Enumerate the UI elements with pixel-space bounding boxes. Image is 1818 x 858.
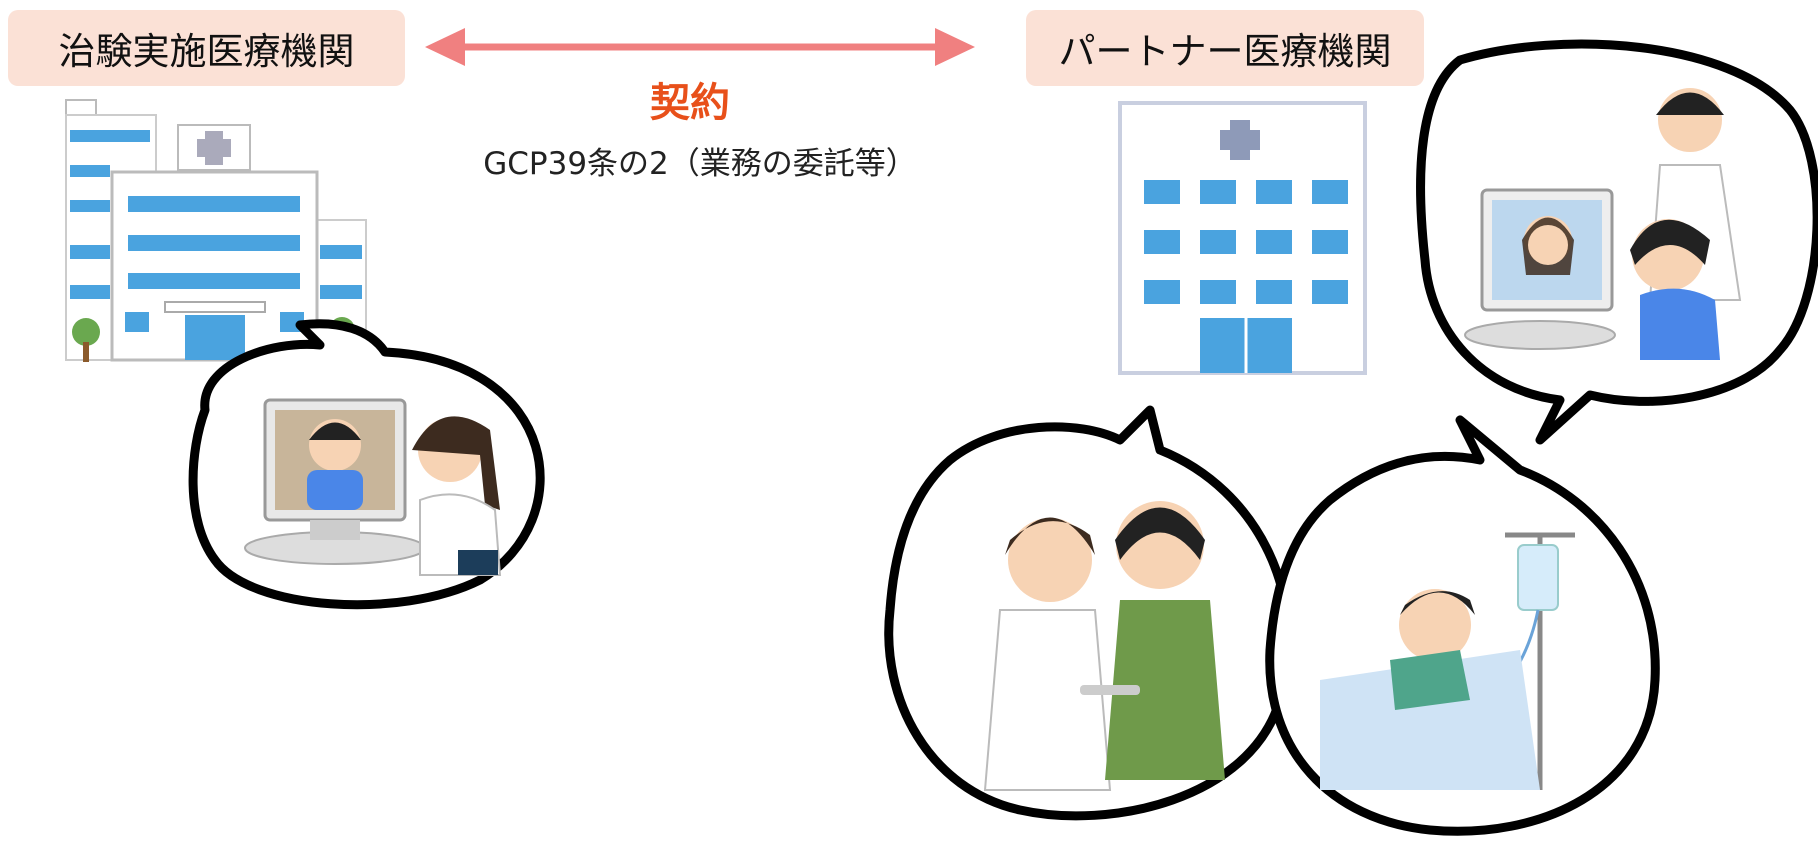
contract-subtitle: GCP39条の2（業務の委託等） <box>483 146 917 182</box>
contract-arrow <box>425 28 975 66</box>
partner-hospital-icon <box>1118 101 1367 375</box>
partner-institution-label: パートナー医療機関 <box>1026 10 1424 86</box>
nurse-injection-icon <box>884 405 1294 821</box>
remote-consultation-icon <box>1416 39 1818 445</box>
partner-institution-text: パートナー医療機関 <box>1058 30 1392 73</box>
trial-institution-text: 治験実施医療機関 <box>58 30 355 73</box>
hospital-icon <box>65 99 367 362</box>
contract-title: 契約 <box>650 80 730 126</box>
telemedicine-icon <box>188 319 545 610</box>
trial-institution-label: 治験実施医療機関 <box>8 10 405 86</box>
iv-patient-icon <box>1265 415 1660 836</box>
